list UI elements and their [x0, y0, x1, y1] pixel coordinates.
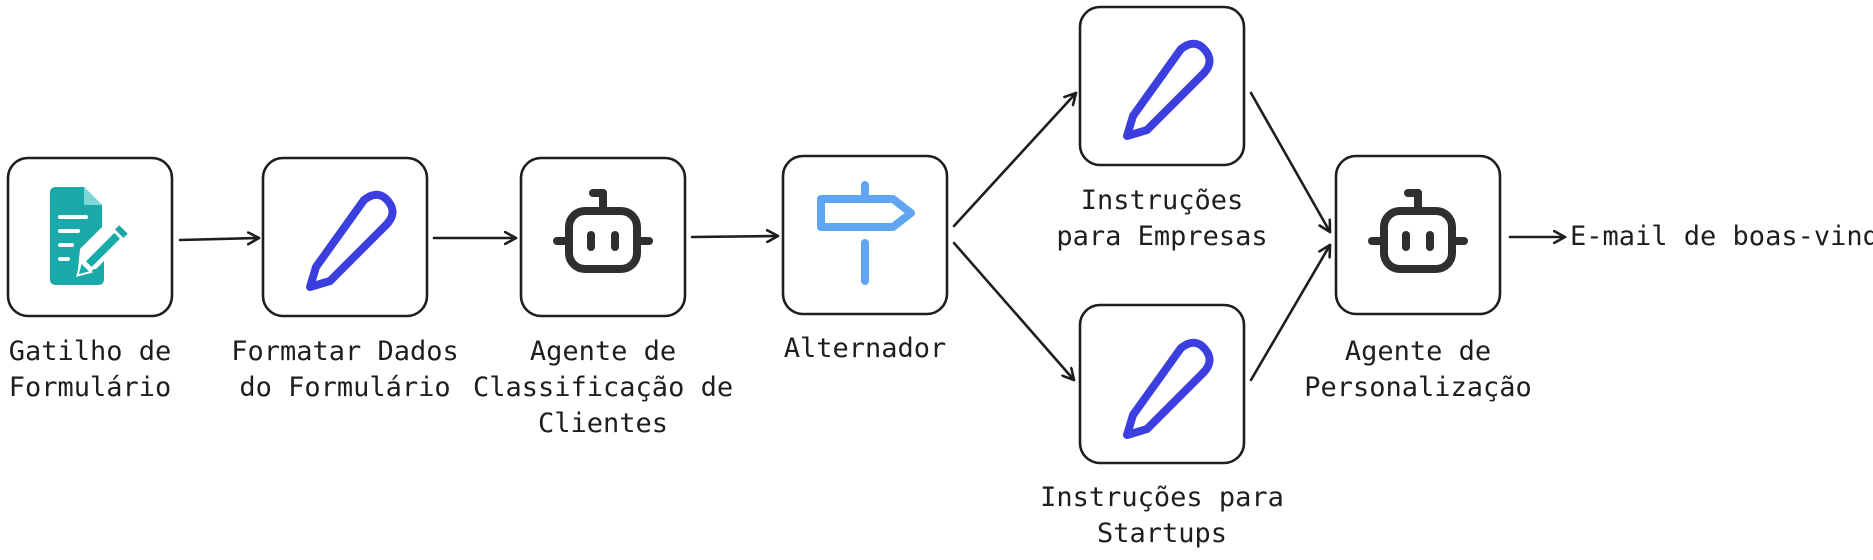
arrow-startup-to-personalization: [1249, 243, 1332, 382]
node-box-switch[interactable]: [781, 154, 949, 316]
output-label: E-mail de boas-vindas: [1570, 221, 1873, 252]
arrow-switch-to-startup: [952, 241, 1076, 382]
arrow-trigger-to-format: [178, 238, 261, 240]
pencil-icon: [306, 190, 397, 291]
node-box-enterprise-instructions[interactable]: [1078, 5, 1246, 167]
pencil-icon: [1123, 39, 1214, 140]
robot-icon: [1368, 189, 1468, 273]
label-switch: Alternador: [783, 333, 947, 364]
form-document-icon: [50, 187, 131, 285]
connectors: [178, 91, 1567, 382]
pencil-icon: [1123, 338, 1214, 439]
node-box-classification-agent[interactable]: [519, 156, 687, 318]
arrow-enterprise-to-personalization: [1249, 91, 1332, 234]
signpost-icon: [817, 181, 915, 285]
node-box-personalization-agent[interactable]: [1334, 154, 1502, 316]
node-box-format-data[interactable]: [261, 156, 429, 318]
arrow-classification-to-switch: [690, 236, 780, 237]
robot-icon: [553, 189, 653, 273]
node-box-startup-instructions[interactable]: [1078, 303, 1246, 465]
arrow-switch-to-enterprise: [952, 91, 1078, 228]
